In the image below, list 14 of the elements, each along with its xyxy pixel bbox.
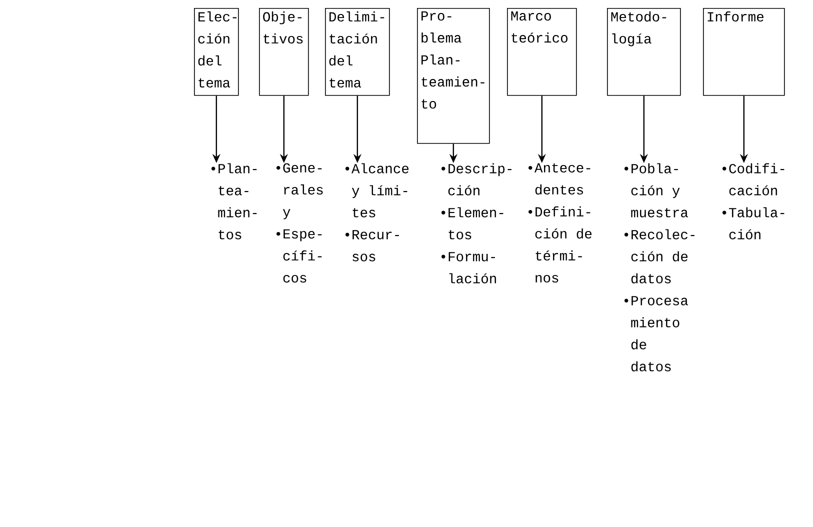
bullet-list: •Antece- dentes •Defini- ción de térmi- nos [528, 163, 592, 283]
bullet-list: •Alcance y lími- tes •Recur- sos [345, 163, 409, 262]
topic-box: Obje- tivos [259, 8, 309, 96]
bullet-list: •Pobla- ción y muestra •Recolec- ción de datos •Procesa miento de datos [624, 163, 694, 372]
topic-box: Metodo- logía [607, 8, 681, 96]
topic-box: Informe [703, 8, 785, 96]
bullet-list: •Gene- rales y •Espe- cífi- cos [276, 163, 323, 283]
topic-box: Marco teórico [507, 8, 577, 96]
bullet-list: •Codifi- cación •Tabula- ción [722, 163, 784, 240]
topic-box: Delimi- tación del tema [325, 8, 390, 96]
topic-box: Pro- blema Plan- teamien- to [417, 8, 490, 144]
bullet-list: •Descrip- ción •Elemen- tos •Formu- lación [441, 163, 512, 284]
topic-box: Elec- ción del tema [194, 8, 239, 96]
bullet-list: •Plan- tea- mien- tos [211, 163, 257, 240]
